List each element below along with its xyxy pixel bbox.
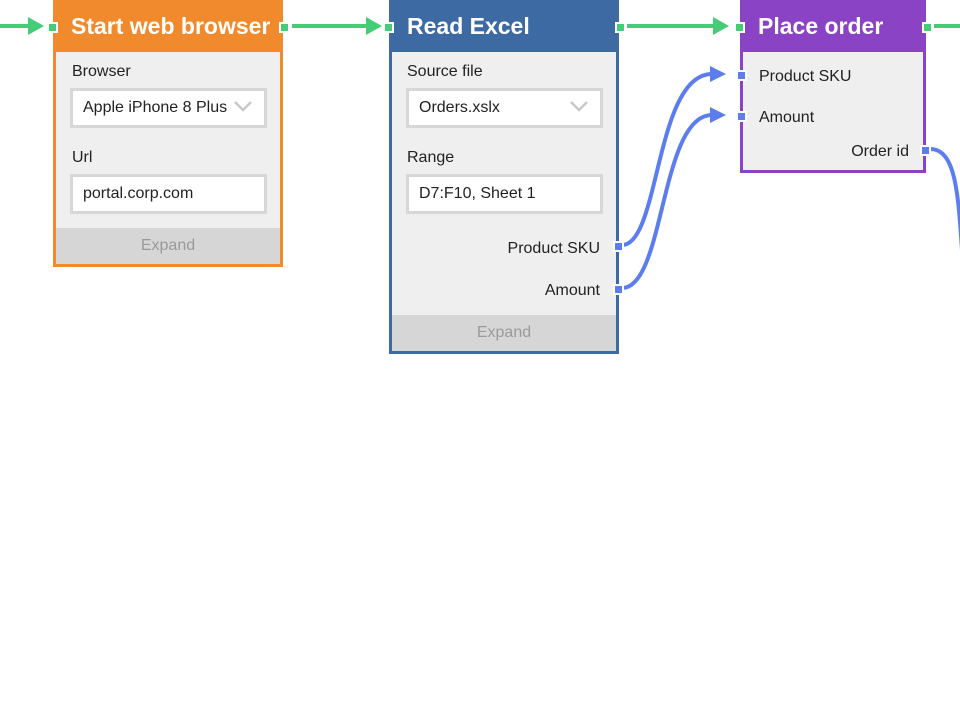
flow-input-port[interactable] bbox=[47, 22, 58, 33]
node-title: Read Excel bbox=[407, 13, 530, 39]
output-label-amount: Amount bbox=[544, 282, 600, 299]
node-title: Start web browser bbox=[71, 13, 271, 39]
data-input-port-amount[interactable] bbox=[736, 111, 747, 122]
browser-label: Browser bbox=[72, 63, 131, 80]
data-output-port-product-sku[interactable] bbox=[613, 241, 624, 252]
flow-arrow-incoming bbox=[28, 17, 44, 35]
range-input-value: D7:F10, Sheet 1 bbox=[419, 185, 536, 202]
chevron-down-icon bbox=[570, 101, 588, 112]
chevron-down-icon bbox=[234, 101, 252, 112]
flow-arrow-start-to-excel bbox=[366, 17, 382, 35]
node-header-read-excel[interactable]: Read Excel bbox=[389, 0, 619, 52]
data-connection-order-id bbox=[929, 147, 960, 251]
browser-select[interactable]: Apple iPhone 8 Plus bbox=[70, 88, 267, 128]
node-start-web-browser[interactable]: Start web browser Browser Apple iPhone 8… bbox=[47, 0, 290, 267]
input-label-product-sku: Product SKU bbox=[759, 68, 852, 85]
data-arrow-product-sku bbox=[710, 66, 726, 82]
data-output-port-amount[interactable] bbox=[613, 284, 624, 295]
source-file-select[interactable]: Orders.xslx bbox=[406, 88, 603, 128]
url-label: Url bbox=[72, 149, 93, 166]
data-connection-product-sku bbox=[621, 72, 713, 247]
data-output-port-order-id[interactable] bbox=[920, 145, 931, 156]
data-connection-amount bbox=[621, 113, 713, 290]
expand-button[interactable]: Expand bbox=[392, 315, 616, 351]
data-arrow-amount bbox=[710, 107, 726, 123]
node-header-place-order[interactable]: Place order bbox=[740, 0, 926, 52]
node-header-start-web-browser[interactable]: Start web browser bbox=[53, 0, 283, 52]
node-place-order[interactable]: Place order Product SKU Amount Order id bbox=[734, 0, 933, 173]
source-file-value: Orders.xslx bbox=[419, 99, 500, 116]
flow-arrow-excel-to-order bbox=[713, 17, 729, 35]
data-input-port-product-sku[interactable] bbox=[736, 70, 747, 81]
input-label-amount: Amount bbox=[759, 109, 815, 126]
flow-output-port[interactable] bbox=[279, 22, 290, 33]
range-label: Range bbox=[407, 149, 455, 166]
flow-output-port[interactable] bbox=[615, 22, 626, 33]
source-file-label: Source file bbox=[407, 63, 483, 80]
url-input[interactable]: portal.corp.com bbox=[70, 174, 267, 214]
flow-output-port[interactable] bbox=[922, 22, 933, 33]
node-read-excel[interactable]: Read Excel Source file Orders.xslx Range… bbox=[383, 0, 626, 354]
expand-button[interactable]: Expand bbox=[56, 228, 280, 264]
range-input[interactable]: D7:F10, Sheet 1 bbox=[406, 174, 603, 214]
flow-input-port[interactable] bbox=[734, 22, 745, 33]
flow-input-port[interactable] bbox=[383, 22, 394, 33]
output-label-order-id: Order id bbox=[851, 143, 909, 160]
url-input-value: portal.corp.com bbox=[83, 185, 194, 202]
output-label-product-sku: Product SKU bbox=[507, 240, 600, 257]
node-title: Place order bbox=[758, 13, 884, 39]
browser-select-value: Apple iPhone 8 Plus bbox=[83, 99, 228, 116]
